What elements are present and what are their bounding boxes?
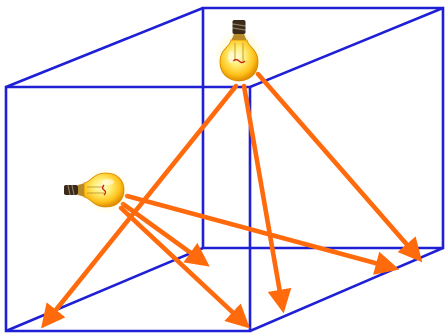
cube-wireframe bbox=[4, 6, 445, 333]
ray-arrow bbox=[118, 205, 250, 329]
ray-arrow bbox=[255, 71, 423, 263]
light-rays bbox=[41, 71, 423, 329]
cube-edge-top-left bbox=[5, 6, 204, 89]
ray-arrow bbox=[124, 193, 400, 275]
ray-arrow bbox=[41, 83, 239, 329]
ray-arrow bbox=[241, 83, 292, 314]
cube-edge-top-right bbox=[249, 6, 444, 89]
light-bulb-icon bbox=[64, 166, 130, 214]
light-bulb-icon bbox=[213, 20, 265, 82]
cube-edge-bottom-left bbox=[5, 246, 204, 333]
ray-arrow bbox=[120, 201, 210, 267]
